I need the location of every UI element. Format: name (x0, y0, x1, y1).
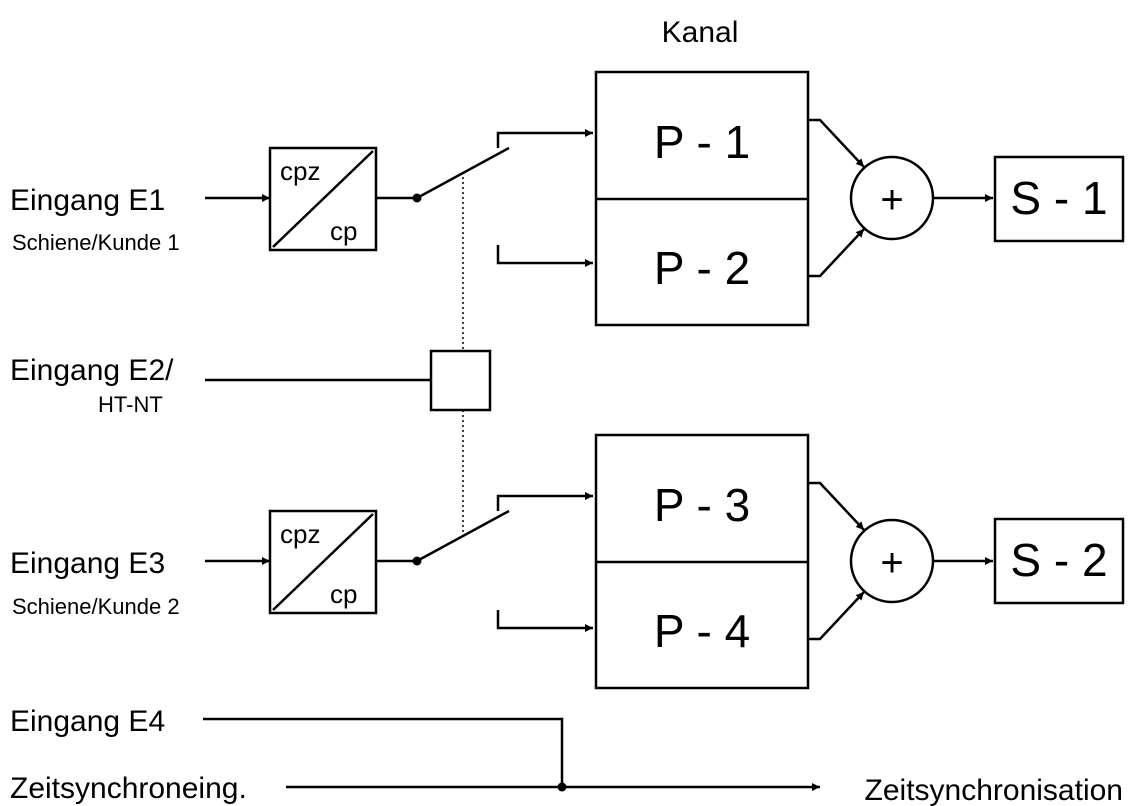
input-e4-label: Eingang E4 (10, 705, 165, 738)
output-s2-box (993, 517, 1125, 605)
sync-input-label: Zeitsynchroneing. (10, 772, 247, 805)
channel-p2-label: P - 2 (654, 242, 750, 294)
converter-1-bottom: cp (330, 216, 357, 246)
converter-2: cpz cp (268, 509, 378, 615)
p2-input-line (496, 245, 593, 267)
input-e1-label: Eingang E1 (10, 184, 165, 217)
input-e2-label: Eingang E2/ (10, 354, 174, 387)
output-s1-box (993, 155, 1125, 243)
p1-input-line (496, 129, 593, 148)
output-s2-label: S - 2 (1010, 534, 1107, 586)
channel-block-upper (594, 70, 810, 327)
p4-input-line (496, 610, 593, 632)
converter-1-top: cpz (280, 156, 320, 186)
input-e2-sublabel: HT-NT (98, 392, 163, 417)
sum-2-symbol: + (880, 541, 903, 585)
sync-output-label: Zeitsynchronisation (865, 774, 1123, 806)
input-e3-label: Eingang E3 (10, 547, 165, 580)
converter-2-bottom: cp (330, 579, 357, 609)
p2-to-sum-line (808, 228, 865, 278)
e4-input-line (203, 717, 564, 787)
channel-p1-label: P - 1 (654, 116, 750, 168)
converter-1: cpz cp (268, 146, 378, 252)
sum-1-symbol: + (880, 178, 903, 222)
summing-junction-1: + (849, 155, 935, 241)
p3-input-line (496, 492, 593, 511)
channel-p4-label: P - 4 (654, 605, 750, 657)
ht-nt-selector-box (429, 349, 492, 412)
channel-p3-label: P - 3 (654, 479, 750, 531)
switch-2-arm (416, 509, 510, 563)
input-e1-sublabel: Schiene/Kunde 1 (12, 230, 180, 255)
p1-to-sum-line (808, 118, 865, 168)
channel-title: Kanal (662, 16, 739, 49)
input-e3-sublabel: Schiene/Kunde 2 (12, 594, 180, 619)
p4-to-sum-line (808, 591, 865, 641)
p3-to-sum-line (808, 481, 865, 531)
sync-junction (557, 782, 567, 792)
output-s1-label: S - 1 (1010, 172, 1107, 224)
channel-block-lower (594, 433, 810, 690)
converter-2-top: cpz (280, 519, 320, 549)
summing-junction-2: + (849, 518, 935, 604)
